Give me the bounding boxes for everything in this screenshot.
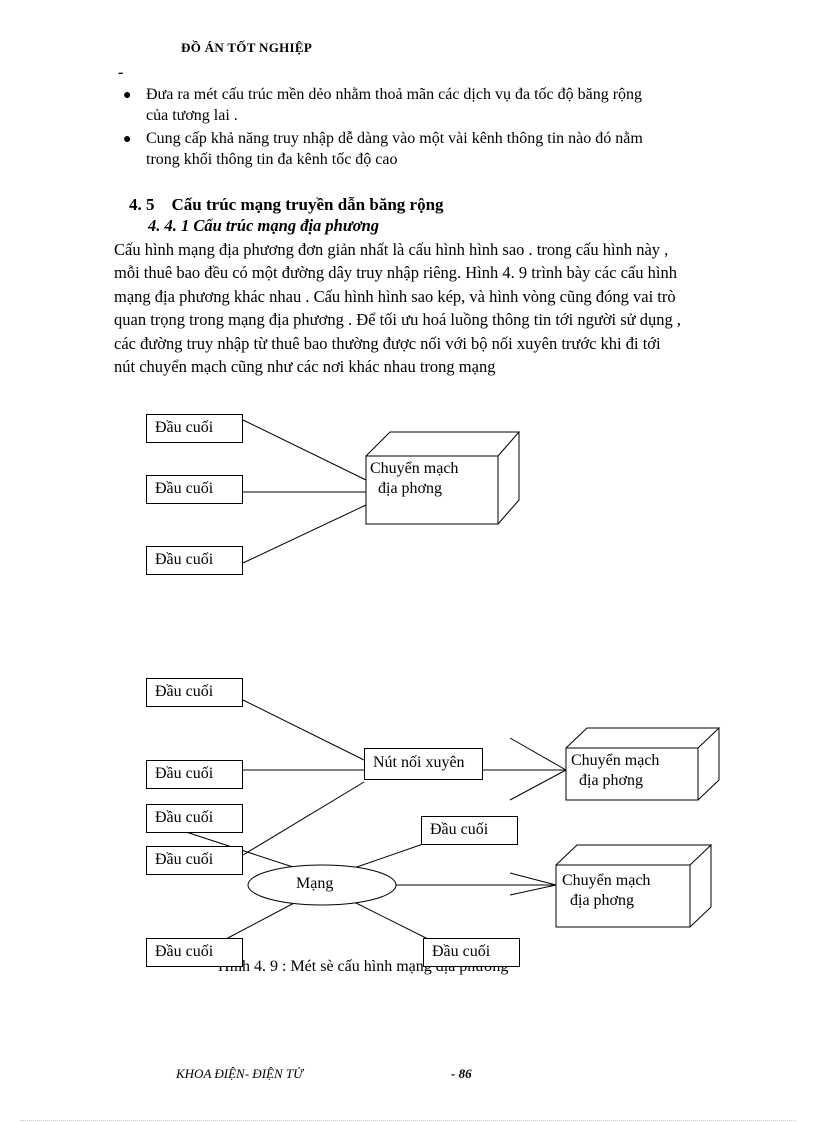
connector-line [242, 781, 365, 856]
switch-label: Chuyển mạch địa phơng [571, 751, 659, 791]
switch-box-side [689, 845, 712, 928]
connector-line [509, 737, 567, 771]
switch-label-line: địa phơng [579, 772, 644, 789]
connector-line [223, 901, 297, 941]
terminal-box: Đầu cuối [146, 938, 243, 967]
connector-line [242, 504, 367, 564]
terminal-box: Đầu cuối [421, 816, 518, 845]
switch-label: Chuyển mạch địa phơng [562, 871, 650, 911]
bullet-icon: ● [123, 88, 132, 103]
switch-label: Chuyển mạch địa phơng [370, 459, 458, 499]
switch-label-line: Chuyển mạch [370, 460, 459, 477]
switch-label-line: địa phơng [378, 480, 443, 497]
switch-label-line: Chuyển mạch [562, 872, 651, 889]
paragraph-line: mỗi thuê bao đều có một đường dây truy n… [114, 263, 677, 283]
terminal-box: Đầu cuối [423, 938, 520, 967]
network-ellipse [247, 864, 397, 906]
body-paragraph: Cấu hình mạng địa phương đơn giản nhất l… [114, 238, 764, 378]
switch-box-side [497, 432, 520, 525]
footer-faculty: KHOA ĐIỆN- ĐIỆN TỬ [176, 1066, 303, 1081]
terminal-box: Đầu cuối [146, 804, 243, 833]
connector-line [353, 842, 427, 869]
terminal-box: Đầu cuối [146, 846, 243, 875]
terminal-box: Đầu cuối [146, 414, 243, 443]
connector-line [509, 769, 567, 801]
terminal-box: Đầu cuối [146, 678, 243, 707]
document-header: ĐỒ ÁN TỐT NGHIỆP [181, 40, 313, 55]
paragraph-line: Cấu hình mạng địa phương đơn giản nhất l… [114, 240, 669, 259]
section-title: Cấu trúc mạng truyền dẫn băng rộng [171, 195, 444, 214]
bullet-item: ● Cung cấp khả năng truy nhập dễ dàng và… [118, 128, 758, 170]
bullet-line: trong khối thông tin đa kênh tốc độ cao [146, 151, 398, 168]
terminal-box: Đầu cuối [146, 546, 243, 575]
paragraph-line: các đường truy nhập từ thuê bao thường đ… [114, 333, 661, 353]
terminal-box: Đầu cuối [146, 475, 243, 504]
terminal-box: Đầu cuối [146, 760, 243, 789]
switch-label-line: Chuyển mạch [571, 752, 660, 769]
connector-line [509, 884, 557, 896]
switch-box-top [365, 431, 521, 457]
dash-marker: - [118, 64, 124, 81]
connector-line [353, 901, 431, 941]
subsection-heading: 4. 4. 1 Cấu trúc mạng địa phương [148, 216, 379, 235]
bullet-line: của tương lai . [146, 107, 238, 124]
cross-connect-box: Nút nối xuyên [364, 748, 483, 780]
footer-page-number: - 86 [451, 1066, 472, 1081]
connector-line [242, 699, 365, 761]
paragraph-line: mạng địa phương khác nhau . Cấu hình hìn… [114, 286, 676, 306]
switch-box-top [565, 727, 721, 749]
network-label: Mạng [296, 875, 334, 892]
switch-box-top [555, 844, 713, 866]
connector-line [509, 872, 557, 886]
bullet-item: ● Đưa ra mét cấu trúc mền dẻo nhằm thoả … [118, 84, 758, 126]
bullet-line: Đưa ra mét cấu trúc mền dẻo nhằm thoả mã… [146, 86, 643, 103]
switch-label-line: địa phơng [570, 892, 635, 909]
switch-box-side [697, 728, 720, 801]
paragraph-line: nút chuyển mạch cũng như các nơi khác nh… [114, 357, 496, 377]
bullet-line: Cung cấp khả năng truy nhập dễ dàng vào … [146, 130, 643, 147]
connector-line [242, 419, 367, 481]
paragraph-line: quan trọng trong mạng địa phương . Để tố… [114, 310, 681, 330]
bullet-icon: ● [123, 132, 132, 147]
section-number: 4. 5 [129, 195, 155, 214]
page-bottom-divider [20, 1120, 796, 1121]
section-heading: 4. 5 Cấu trúc mạng truyền dẫn băng rộng [129, 195, 444, 215]
bullet-list: ● Đưa ra mét cấu trúc mền dẻo nhằm thoả … [118, 84, 758, 172]
